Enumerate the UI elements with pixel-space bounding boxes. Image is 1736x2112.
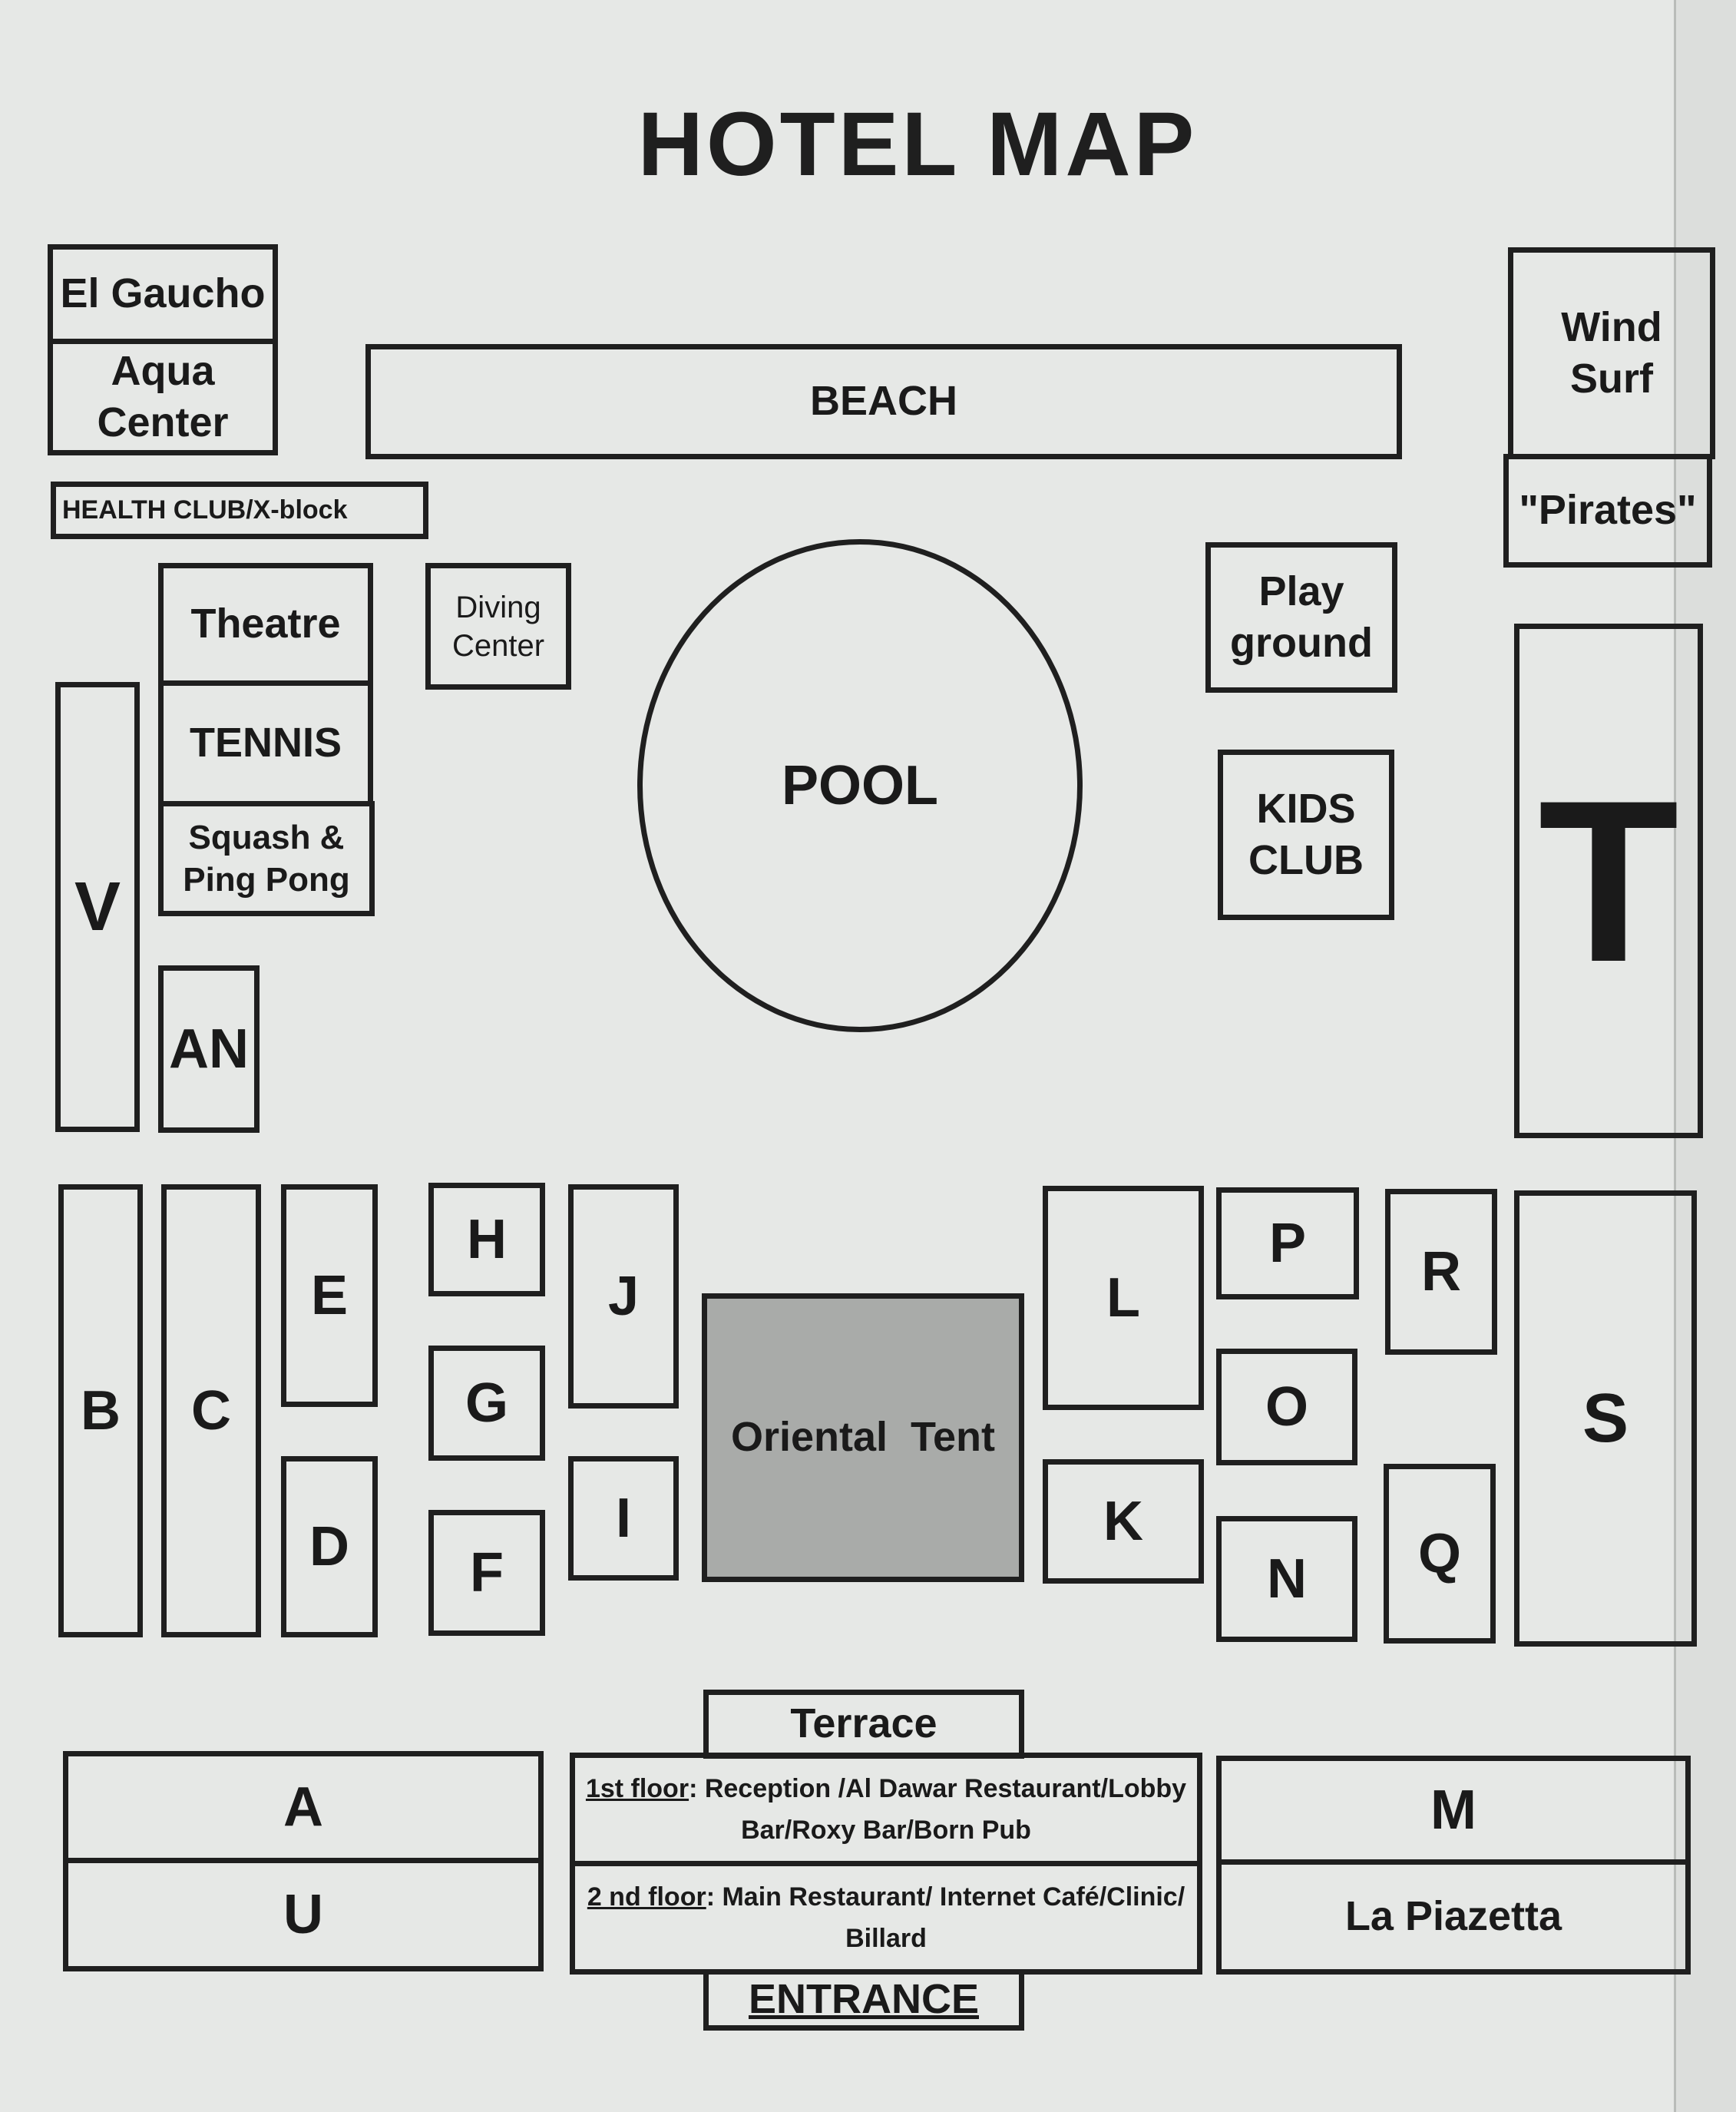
second-floor-text: 2 nd floor: Main Restaurant/ Internet Ca…: [583, 1876, 1189, 1960]
building-q[interactable]: Q: [1384, 1464, 1496, 1644]
pirates-area[interactable]: "Pirates": [1503, 454, 1712, 568]
building-h[interactable]: H: [428, 1183, 545, 1296]
building-q-label: Q: [1417, 1523, 1461, 1584]
building-d-label: D: [309, 1516, 349, 1577]
building-r[interactable]: R: [1385, 1189, 1497, 1355]
second-floor-desc: : Main Restaurant/ Internet Café/Clinic/…: [706, 1882, 1185, 1953]
building-j[interactable]: J: [568, 1184, 679, 1409]
building-o[interactable]: O: [1216, 1349, 1357, 1465]
building-u-label: U: [283, 1884, 323, 1945]
entrance-area[interactable]: ENTRANCE: [703, 1969, 1024, 2031]
building-d[interactable]: D: [281, 1456, 378, 1637]
building-a[interactable]: A: [63, 1751, 544, 1863]
building-p-label: P: [1268, 1213, 1307, 1274]
wind-surf-area[interactable]: Wind Surf: [1508, 247, 1715, 459]
building-l-label: L: [1106, 1267, 1140, 1329]
aqua-center-label: Aqua Center: [97, 347, 229, 446]
tennis-label: TENNIS: [189, 720, 342, 766]
la-piazetta-label: La Piazetta: [1344, 1893, 1562, 1940]
terrace-area[interactable]: Terrace: [703, 1690, 1024, 1759]
building-e[interactable]: E: [281, 1184, 378, 1407]
building-s-label: S: [1582, 1379, 1629, 1457]
first-floor-area[interactable]: 1st floor: Reception /Al Dawar Restauran…: [570, 1753, 1202, 1866]
building-an-label: AN: [169, 1018, 249, 1080]
building-n-label: N: [1267, 1548, 1307, 1610]
building-k-label: K: [1103, 1491, 1143, 1552]
building-g[interactable]: G: [428, 1346, 545, 1461]
oriental-tent-label: Oriental Tent: [730, 1414, 996, 1461]
building-h-label: H: [467, 1209, 507, 1270]
building-m[interactable]: M: [1216, 1756, 1691, 1865]
second-floor-label: 2 nd floor: [587, 1882, 706, 1912]
pool-area[interactable]: POOL: [637, 539, 1083, 1032]
building-s[interactable]: S: [1514, 1190, 1697, 1647]
building-a-label: A: [283, 1776, 323, 1838]
entrance-label: ENTRANCE: [748, 1976, 979, 2023]
building-n[interactable]: N: [1216, 1516, 1357, 1642]
building-i-label: I: [615, 1488, 631, 1549]
building-p[interactable]: P: [1216, 1187, 1359, 1299]
building-t[interactable]: T: [1514, 624, 1703, 1138]
building-k[interactable]: K: [1043, 1459, 1204, 1584]
building-e-label: E: [310, 1265, 349, 1326]
building-f-label: F: [470, 1542, 504, 1604]
building-j-label: J: [607, 1266, 640, 1327]
oriental-tent-area[interactable]: Oriental Tent: [702, 1293, 1024, 1582]
diving-center-label: Diving Center: [451, 590, 545, 663]
building-v[interactable]: V: [55, 682, 140, 1132]
first-floor-text: 1st floor: Reception /Al Dawar Restauran…: [583, 1768, 1189, 1852]
building-g-label: G: [465, 1372, 508, 1434]
squash-area[interactable]: Squash & Ping Pong: [158, 801, 375, 916]
building-v-label: V: [74, 868, 121, 945]
la-piazetta-area[interactable]: La Piazetta: [1216, 1859, 1691, 1975]
building-o-label: O: [1265, 1376, 1308, 1438]
second-floor-area[interactable]: 2 nd floor: Main Restaurant/ Internet Ca…: [570, 1861, 1202, 1975]
beach-label: BEACH: [809, 378, 957, 425]
building-b[interactable]: B: [58, 1184, 143, 1637]
kids-club-label: KIDS CLUB: [1248, 785, 1364, 884]
el-gaucho-area[interactable]: El Gaucho: [48, 244, 278, 344]
health-club-area[interactable]: HEALTH CLUB/X-block: [51, 482, 428, 539]
playground-area[interactable]: Play ground: [1205, 542, 1397, 693]
building-u[interactable]: U: [63, 1858, 544, 1971]
building-c[interactable]: C: [161, 1184, 261, 1637]
theatre-label: Theatre: [190, 601, 341, 647]
pool-label: POOL: [781, 755, 938, 816]
building-t-label: T: [1538, 751, 1679, 1010]
beach-area[interactable]: BEACH: [365, 344, 1402, 459]
building-an[interactable]: AN: [158, 965, 260, 1133]
building-c-label: C: [191, 1380, 231, 1442]
terrace-label: Terrace: [790, 1700, 937, 1747]
tennis-area[interactable]: TENNIS: [158, 680, 373, 806]
kids-club-area[interactable]: KIDS CLUB: [1218, 750, 1394, 920]
pirates-label: "Pirates": [1519, 487, 1697, 534]
map-title: HOTEL MAP: [637, 94, 1198, 195]
building-i[interactable]: I: [568, 1456, 679, 1581]
building-f[interactable]: F: [428, 1510, 545, 1636]
wind-surf-label: Wind Surf: [1561, 303, 1662, 402]
aqua-center-area[interactable]: Aqua Center: [48, 339, 278, 455]
el-gaucho-label: El Gaucho: [60, 270, 266, 317]
building-r-label: R: [1421, 1241, 1461, 1303]
squash-label: Squash & Ping Pong: [183, 819, 350, 899]
building-l[interactable]: L: [1043, 1186, 1204, 1410]
diving-center-area[interactable]: Diving Center: [425, 563, 571, 690]
first-floor-label: 1st floor: [585, 1773, 689, 1803]
building-b-label: B: [81, 1380, 121, 1442]
first-floor-desc: : Reception /Al Dawar Restaurant/Lobby B…: [689, 1773, 1187, 1845]
health-club-label: HEALTH CLUB/X-block: [62, 495, 348, 525]
building-m-label: M: [1430, 1779, 1476, 1841]
theatre-area[interactable]: Theatre: [158, 563, 373, 686]
playground-label: Play ground: [1230, 568, 1373, 667]
